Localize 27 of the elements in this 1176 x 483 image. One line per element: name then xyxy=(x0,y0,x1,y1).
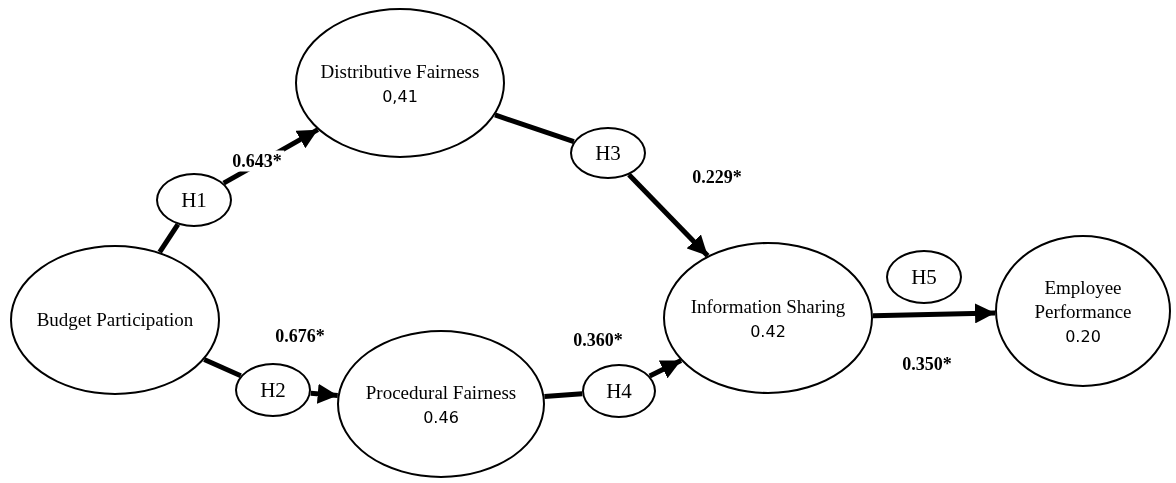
r-squared-value: 0,41 xyxy=(382,87,418,107)
hypothesis-label: H1 xyxy=(180,186,208,214)
hypothesis-ellipse xyxy=(570,127,646,179)
arrow xyxy=(872,303,996,324)
r-squared-value: 0.42 xyxy=(750,322,786,342)
r-squared-value: 0.46 xyxy=(423,408,459,428)
edge-label: 0.643* xyxy=(230,150,284,172)
construct-name: Information Sharing xyxy=(689,294,847,319)
hypothesis-ellipse xyxy=(235,363,311,417)
hypothesis-label: H5 xyxy=(910,263,938,291)
r-squared-value: 0.20 xyxy=(1065,327,1101,347)
connector-line xyxy=(544,391,583,399)
arrow xyxy=(648,358,683,379)
construct-name: Distributive Fairness xyxy=(319,59,481,84)
hypothesis-ellipse xyxy=(156,173,232,227)
connector-line xyxy=(203,357,242,378)
construct-name: Procedural Fairness xyxy=(364,380,518,405)
hypothesis-label: H3 xyxy=(594,139,622,167)
arrow xyxy=(310,383,338,404)
hypothesis-label: H4 xyxy=(605,377,633,405)
arrow xyxy=(627,172,710,258)
construct-name: Employee Performance xyxy=(1033,275,1133,324)
construct-name: Budget Participation xyxy=(35,308,195,332)
connector-line xyxy=(494,112,575,144)
hypothesis-ellipse xyxy=(582,364,656,418)
connector-line xyxy=(157,223,180,254)
hypothesis-label: H2 xyxy=(259,376,287,404)
